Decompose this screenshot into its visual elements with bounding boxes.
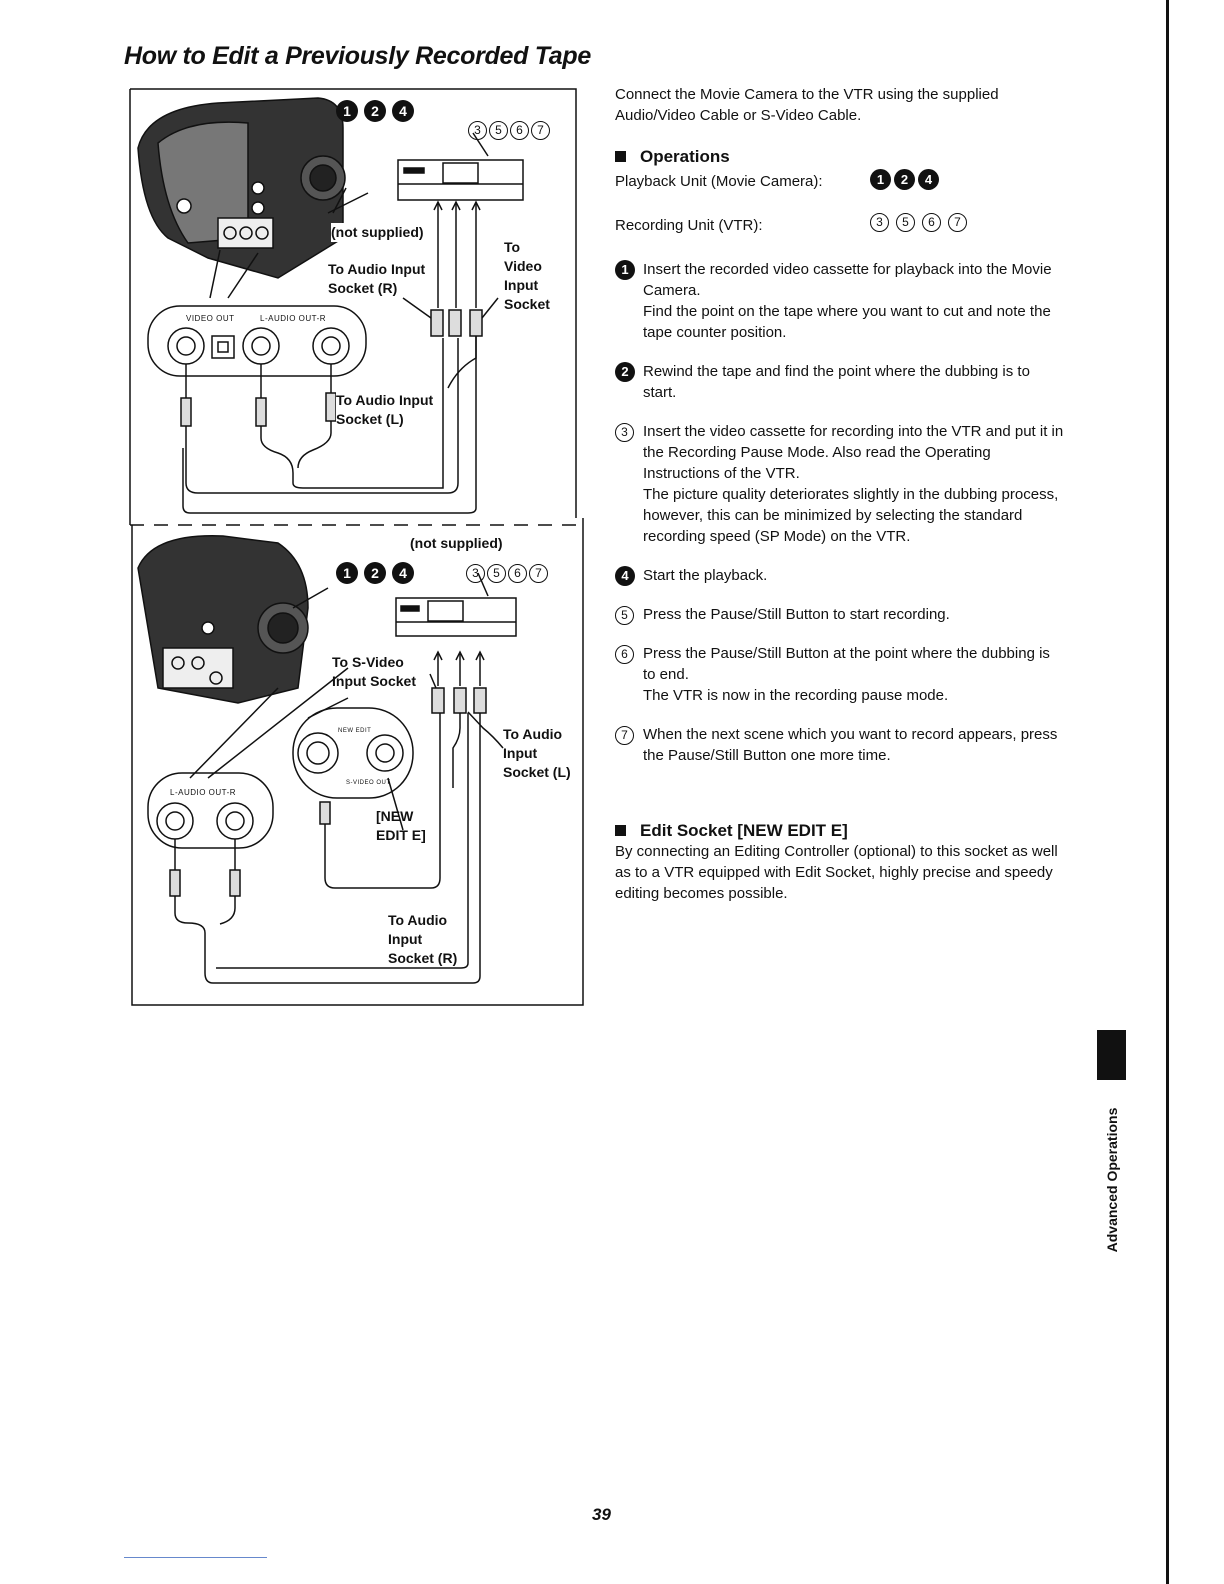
- step-marker: 2: [615, 362, 635, 382]
- page-number: 39: [592, 1505, 611, 1524]
- vtr-bottom: [395, 597, 517, 637]
- new-edit-socket-small-label: NEW EDIT: [338, 728, 372, 734]
- edit-socket-paragraph: By connecting an Editing Controller (opt…: [615, 843, 1058, 902]
- connection-illustration: [129, 88, 584, 1006]
- figure-frame-top: [130, 88, 577, 518]
- step-marker: 4: [615, 566, 635, 586]
- audio-out-jack-label-bottom: L-AUDIO OUT-R: [170, 788, 237, 797]
- section-tab-marker: [1097, 1030, 1126, 1080]
- camcorder-bottom: [137, 535, 309, 704]
- audio-out-jack-label-top: L-AUDIO OUT-R: [260, 314, 327, 323]
- step-marker: 3: [615, 423, 634, 442]
- page-title: How to Edit a Previously Recorded Tape: [124, 42, 591, 70]
- square-bullet-icon: [615, 825, 626, 836]
- edit-socket-heading: Edit Socket [NEW EDIT E]: [615, 820, 1065, 841]
- svideo-out-small-label: S-VIDEO OUT: [346, 780, 391, 786]
- instructions-column: Connect the Movie Camera to the VTR usin…: [615, 84, 1065, 904]
- not-supplied-label-bottom: (not supplied): [410, 535, 503, 551]
- step-1: 1 Insert the recorded video cassette for…: [615, 259, 1065, 343]
- step-3: 3 Insert the video cassette for recordin…: [615, 421, 1065, 547]
- step-marker: 7: [615, 726, 634, 745]
- camcorder-top: [137, 97, 346, 279]
- step-marker: 5: [615, 606, 634, 625]
- step-4: 4 Start the playback.: [615, 565, 1065, 586]
- step-marker: 1: [615, 260, 635, 280]
- not-supplied-label-top: (not supplied): [331, 223, 424, 242]
- step-2: 2 Rewind the tape and find the point whe…: [615, 361, 1065, 403]
- step-marker: 6: [615, 645, 634, 664]
- video-out-jack-label: VIDEO OUT: [186, 314, 235, 323]
- operations-heading: Operations: [615, 146, 1065, 167]
- step-7: 7 When the next scene which you want to …: [615, 724, 1065, 766]
- intro-paragraph: Connect the Movie Camera to the VTR usin…: [615, 86, 999, 124]
- right-edge-rule: [1166, 0, 1169, 1584]
- square-bullet-icon: [615, 151, 626, 162]
- footer-rule: [124, 1557, 267, 1558]
- section-tab-label: Advanced Operations: [1104, 1107, 1120, 1253]
- jack-panel-top: [147, 305, 367, 377]
- svideo-socket-panel: [292, 707, 414, 799]
- step-6: 6 Press the Pause/Still Button at the po…: [615, 643, 1065, 706]
- vtr-top: [397, 159, 524, 201]
- step-5: 5 Press the Pause/Still Button to start …: [615, 604, 1065, 625]
